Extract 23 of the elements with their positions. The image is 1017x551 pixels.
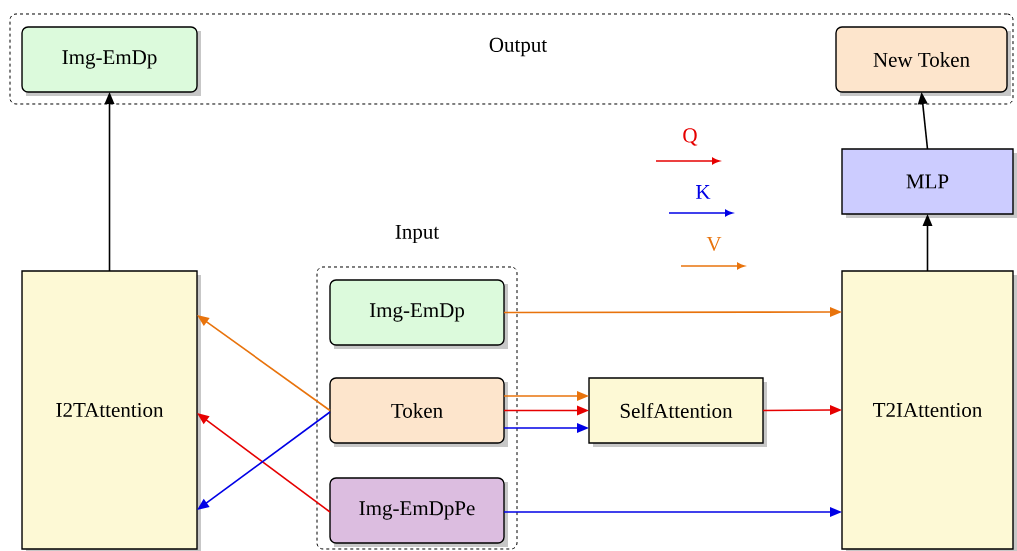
- input-box: Token: [329, 377, 508, 447]
- node-label: Input: [395, 224, 440, 244]
- input-box: Img-EmDpPe: [329, 477, 508, 547]
- arrow: [503, 307, 842, 317]
- legend-label: K: [696, 185, 711, 199]
- output-box: Img-EmDp: [21, 26, 201, 96]
- legend-label: Q: [683, 128, 698, 146]
- arrow: [503, 405, 589, 416]
- attention-block: I2TAttention: [21, 270, 201, 551]
- input-box: Img-EmDp: [329, 279, 508, 349]
- arrow: [917, 92, 929, 150]
- mlp-block: MLP: [841, 148, 1017, 218]
- arrow: [762, 405, 842, 416]
- arrow: [922, 214, 933, 272]
- arrow: [197, 315, 331, 412]
- attention-block: SelfAttention: [588, 377, 767, 447]
- legend-label: V: [706, 236, 722, 252]
- arrow: [503, 423, 589, 433]
- arrow: [503, 391, 589, 401]
- arrow: [503, 507, 842, 517]
- output-box: New Token: [835, 26, 1011, 96]
- arrow: [104, 92, 115, 272]
- attention-block: T2IAttention: [841, 270, 1017, 551]
